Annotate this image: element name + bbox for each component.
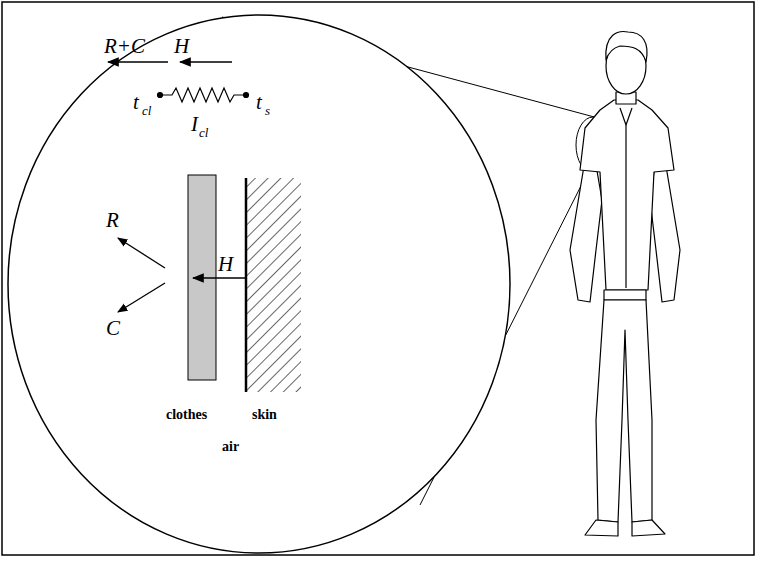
subscript: cl: [199, 126, 208, 139]
skin-hatch: [246, 178, 301, 392]
temperature-label: t: [256, 92, 262, 113]
heat-arrow: [108, 61, 168, 63]
flux-label: H: [218, 254, 233, 275]
heat-arrow: [180, 61, 232, 63]
material-label: clothes: [166, 408, 207, 422]
heat-arrow: [193, 277, 246, 279]
radiation-arrow: [118, 238, 165, 268]
material-label: air: [222, 440, 239, 454]
magnify-ellipse: [8, 15, 510, 553]
resistor-symbol: [158, 88, 249, 102]
insulation-label: I: [191, 114, 198, 135]
subscript: cl: [142, 104, 151, 117]
flux-label: R: [106, 210, 119, 231]
flux-label: R+C: [104, 36, 145, 57]
convection-arrow: [118, 283, 165, 312]
person-figure: [570, 32, 680, 536]
frame: [2, 2, 754, 555]
skin-line: [245, 178, 248, 392]
flux-label: C: [106, 318, 120, 339]
flux-label: H: [174, 36, 189, 57]
temperature-label: t: [133, 92, 139, 113]
material-label: skin: [252, 408, 277, 422]
subscript: s: [265, 104, 270, 117]
